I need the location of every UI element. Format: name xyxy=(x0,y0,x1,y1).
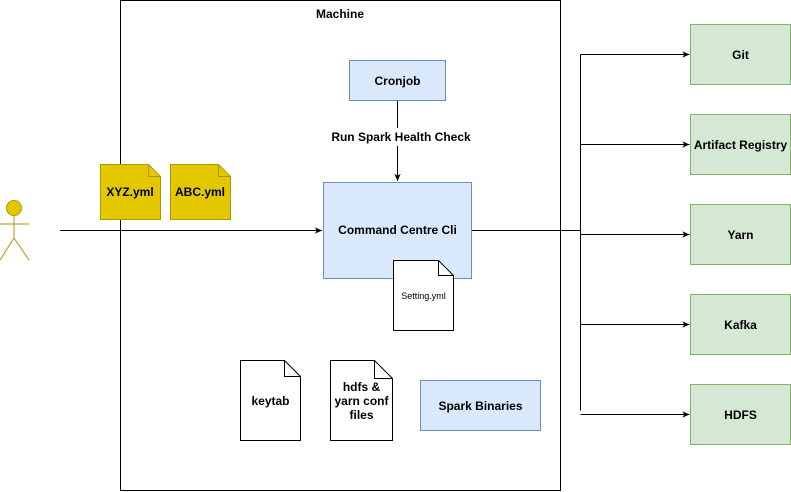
service-label-git: Git xyxy=(732,48,749,62)
run-health-check-label: Run Spark Health Check xyxy=(331,130,471,144)
keytab-label: keytab xyxy=(251,394,289,408)
keytab-file: keytab xyxy=(240,360,301,441)
hdfs-conf-line-1: hdfs & xyxy=(343,380,381,394)
hdfs-conf-line-3: files xyxy=(349,408,373,422)
edge-label-bg xyxy=(330,128,470,146)
hdfs-conf-line-2: yarn conf xyxy=(334,394,389,408)
xyz-yml-label: XYZ.yml xyxy=(106,185,153,199)
abc-yml-label: ABC.yml xyxy=(175,185,225,199)
setting-yml-label: Setting.yml xyxy=(401,291,446,301)
cronjob-box xyxy=(349,60,446,101)
service-label-hdfs: HDFS xyxy=(724,408,757,422)
spark-binaries-box xyxy=(420,380,541,431)
service-box-yarn xyxy=(690,204,791,265)
xyz-yml-file: XYZ.yml xyxy=(100,164,161,220)
user-actor-icon xyxy=(0,200,30,261)
service-label-artifact-registry: Artifact Registry xyxy=(694,138,788,152)
command-centre-cli-label: Command Centre Cli xyxy=(338,223,457,237)
service-box-kafka xyxy=(690,294,791,355)
service-label-kafka: Kafka xyxy=(724,318,757,332)
spark-binaries-label: Spark Binaries xyxy=(438,399,522,413)
setting-yml-file: Setting.yml xyxy=(393,260,454,331)
service-label-yarn: Yarn xyxy=(727,228,753,242)
abc-yml-file: ABC.yml xyxy=(170,164,231,220)
service-box-hdfs xyxy=(690,384,791,445)
hdfs-yarn-conf-file: hdfs & yarn conf files xyxy=(330,360,393,441)
machine-title: Machine xyxy=(316,7,364,21)
cronjob-label: Cronjob xyxy=(375,74,421,88)
